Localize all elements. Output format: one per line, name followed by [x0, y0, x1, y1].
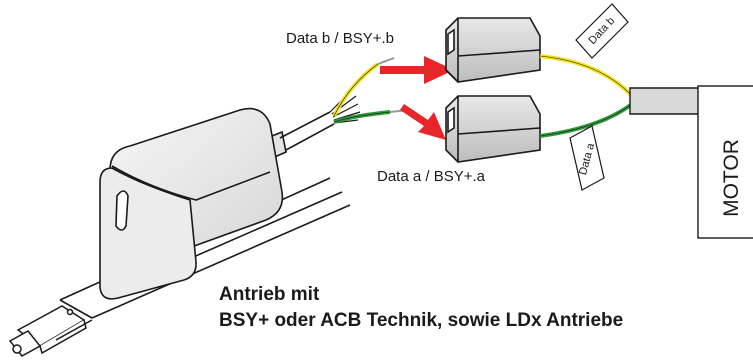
wire-b-stripped: [377, 57, 395, 65]
actuator-motor-housing: [99, 107, 287, 300]
connector-b: [445, 17, 541, 83]
wire-b-to-motor: [539, 54, 634, 98]
connector-b-label: Data b / BSY+.b: [286, 30, 394, 47]
connector-a: [445, 95, 541, 163]
tag-data-a: Data a: [569, 125, 605, 191]
tag-data-b: Data b: [575, 3, 629, 59]
actuator-rod: [8, 305, 93, 357]
motor-block: MOTOR: [697, 85, 753, 239]
caption-line-1: Antrieb mit: [219, 284, 320, 305]
caption-line-2: BSY+ oder ACB Technik, sowie LDx Antrieb…: [219, 310, 624, 331]
arrow-to-connector-b: [380, 56, 454, 84]
motor-label: MOTOR: [720, 139, 743, 217]
motor-cable: [629, 87, 701, 115]
arrow-to-connector-a: [400, 104, 446, 140]
actuator-cable: [279, 111, 335, 151]
connector-a-label: Data a / BSY+.a: [377, 168, 486, 185]
